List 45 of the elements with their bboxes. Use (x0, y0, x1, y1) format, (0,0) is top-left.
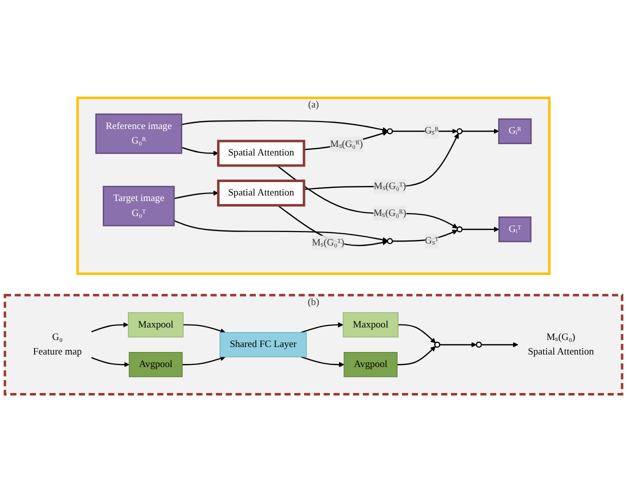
node-box: Spatial Attention (217, 140, 306, 168)
arrow (300, 356, 344, 368)
node-circle (456, 128, 463, 135)
edge-label: Mₛ(G₀ᴿ) (330, 139, 363, 150)
arrow (304, 134, 459, 190)
arrow (392, 128, 458, 134)
edge-label: Mₛ(G₀ᴿ) (374, 208, 406, 219)
node-box: Gᵢᵀ (498, 216, 532, 243)
edge-label: Mₛ(G₀ᵀ) (312, 238, 344, 248)
arrow (481, 342, 518, 348)
arrow (174, 220, 388, 243)
node-box: Shared FC Layer (220, 332, 307, 358)
node-circle (456, 226, 463, 233)
node-circle (476, 342, 482, 348)
edge-label: Mₛ(G₀ᵀ) (374, 181, 406, 192)
node-box: Reference image G₀ᴿ (95, 114, 182, 154)
node-box: Gᵢᴿ (498, 118, 532, 145)
node-box: Avgpool (128, 352, 183, 378)
edge-label: Gₛᵀ (424, 236, 439, 246)
node-circle (434, 342, 440, 348)
arrow (462, 128, 500, 134)
arrow (182, 356, 226, 366)
node-box: Maxpool (342, 312, 398, 338)
arrow (183, 324, 226, 334)
edge-label: Gₛᴿ (424, 126, 439, 137)
node-text: Mₛ(G₀) Spatial Attention (528, 332, 594, 358)
node-circle (386, 238, 393, 245)
arrow (181, 147, 219, 156)
arrow (300, 322, 344, 334)
arrow (397, 346, 436, 366)
arrow (392, 230, 458, 242)
node-circle (386, 128, 393, 135)
node-box: Avgpool (344, 352, 398, 378)
arrow (181, 120, 388, 133)
node-text: G₀ Feature map (33, 332, 82, 358)
arrow (440, 342, 477, 348)
arrow (91, 322, 128, 333)
arrow (398, 324, 436, 344)
arrow (462, 227, 500, 232)
node-box: Spatial Attention (217, 180, 306, 207)
arrow (91, 357, 130, 368)
node-box: Target image G₀ᵀ (102, 186, 175, 227)
arrow (276, 165, 458, 229)
arrow (174, 190, 219, 200)
node-box: Maxpool (128, 312, 184, 338)
